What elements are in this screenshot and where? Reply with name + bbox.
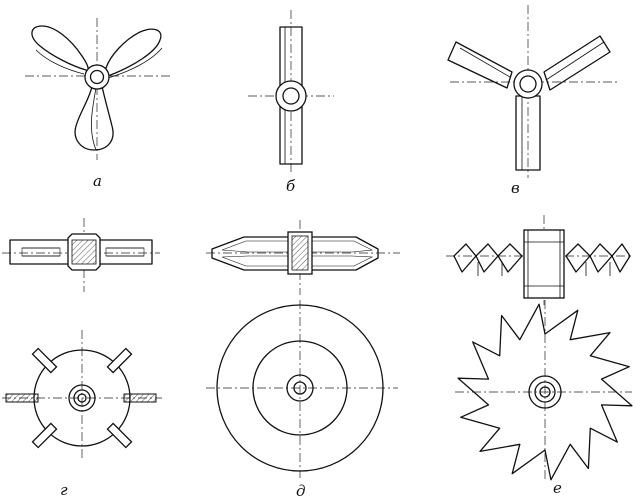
paddle-two-blade-plan bbox=[248, 10, 334, 172]
paddle-three-arm-plan bbox=[447, 5, 620, 178]
label-a: а bbox=[93, 172, 102, 190]
propeller-three-blade bbox=[25, 18, 170, 160]
label-e: е bbox=[553, 479, 562, 497]
label-d: д bbox=[296, 482, 306, 499]
radial-paddle-side-view bbox=[2, 218, 160, 292]
disk-with-pins-plan bbox=[2, 330, 162, 460]
flat-disk-plan bbox=[206, 300, 398, 478]
sawtooth-disk-plan bbox=[455, 300, 633, 482]
label-b: б bbox=[286, 177, 296, 195]
toothed-disk-side-view bbox=[446, 215, 632, 305]
label-v: в bbox=[511, 179, 520, 197]
disk-side-section bbox=[206, 220, 400, 295]
label-g: г bbox=[60, 481, 68, 499]
